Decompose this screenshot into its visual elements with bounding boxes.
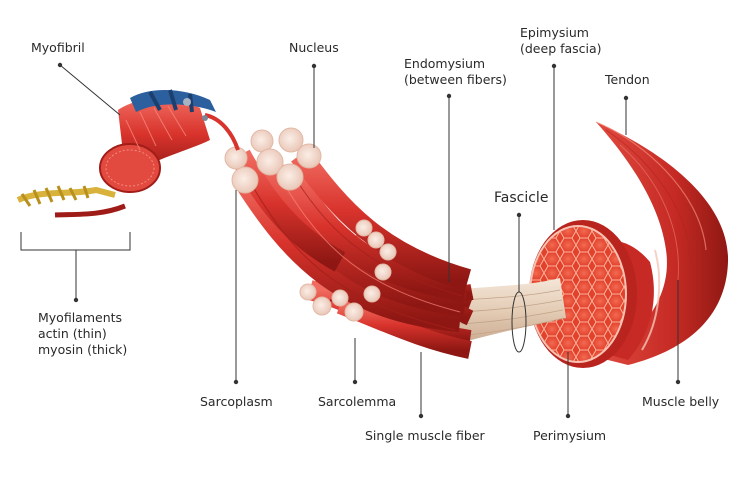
label-myofibril: Myofibril bbox=[31, 40, 85, 55]
label-epimysium-line2: (deep fascia) bbox=[520, 41, 602, 56]
label-endomysium-line1: Endomysium bbox=[404, 56, 486, 71]
myofilaments-shape bbox=[16, 185, 126, 218]
label-myofilaments-line2: actin (thin) bbox=[38, 326, 107, 341]
label-myofilaments: Myofilaments actin (thin) myosin (thick) bbox=[38, 310, 127, 358]
label-sarcoplasm: Sarcoplasm bbox=[200, 394, 273, 409]
label-epimysium-line1: Epimysium bbox=[520, 25, 589, 40]
leader-lines bbox=[20, 64, 679, 416]
fascicle-cross-section bbox=[529, 220, 637, 368]
label-endomysium-line2: (between fibers) bbox=[404, 72, 507, 87]
label-myofilaments-line1: Myofilaments bbox=[38, 310, 123, 325]
label-perimysium: Perimysium bbox=[533, 428, 607, 443]
label-tendon: Tendon bbox=[605, 72, 650, 87]
label-endomysium: Endomysium (between fibers) bbox=[404, 56, 507, 88]
label-myofilaments-line3: myosin (thick) bbox=[38, 342, 128, 357]
label-muscle-belly: Muscle belly bbox=[642, 394, 720, 409]
label-sarcolemma: Sarcolemma bbox=[318, 394, 397, 409]
label-single-muscle-fiber: Single muscle fiber bbox=[365, 428, 485, 443]
muscle-fiber-bundle bbox=[230, 148, 474, 359]
fiber-ends bbox=[224, 127, 397, 322]
label-nucleus: Nucleus bbox=[289, 40, 339, 55]
myofibril-strand bbox=[204, 113, 240, 151]
leader-dots bbox=[57, 62, 681, 419]
label-fascicle: Fascicle bbox=[494, 190, 549, 206]
myofibril-shape bbox=[99, 89, 216, 193]
label-epimysium: Epimysium (deep fascia) bbox=[520, 25, 602, 57]
